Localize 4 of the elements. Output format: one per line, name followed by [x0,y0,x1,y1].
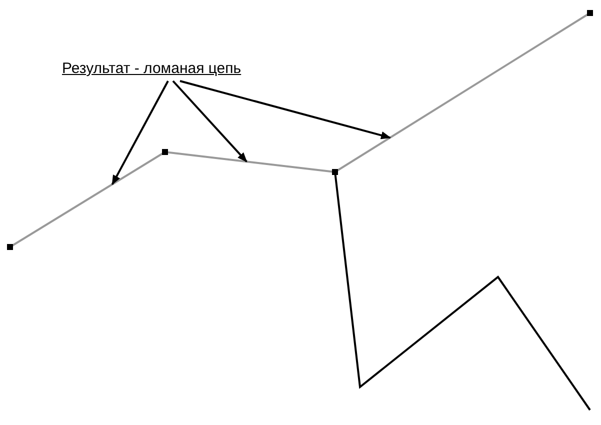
leader-arrow [172,80,248,162]
callout-label: Результат - ломаная цепь [62,60,242,77]
leader-arrow [180,80,392,140]
leader-arrow [111,80,169,186]
